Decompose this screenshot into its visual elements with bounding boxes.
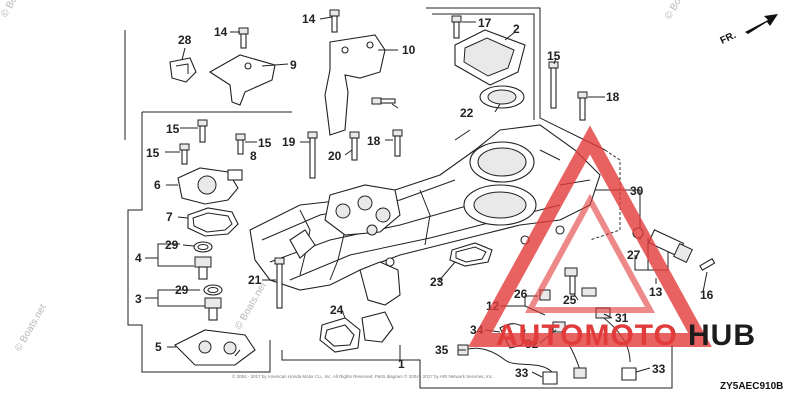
bolt xyxy=(274,257,285,309)
gasket-7 xyxy=(187,207,239,237)
callout-1[interactable]: 1 xyxy=(398,357,405,371)
bolt xyxy=(307,131,318,179)
callout-24[interactable]: 24 xyxy=(330,303,344,317)
group-frame xyxy=(127,112,143,240)
callout-5[interactable]: 5 xyxy=(155,340,162,354)
callout-9[interactable]: 9 xyxy=(290,58,297,72)
bolt xyxy=(238,27,249,49)
bracket-33 xyxy=(542,371,558,385)
callout-14[interactable]: 14 xyxy=(214,25,228,39)
front-arrow-icon xyxy=(745,14,778,34)
callout-29[interactable]: 29 xyxy=(175,283,189,297)
sensor-4 xyxy=(194,256,212,280)
diagram-code: ZY5AEC910B xyxy=(720,381,783,392)
callout-29[interactable]: 29 xyxy=(165,238,179,252)
callout-10[interactable]: 10 xyxy=(402,43,416,57)
bracket-line xyxy=(432,13,535,120)
bolt xyxy=(179,143,190,165)
bolt xyxy=(329,9,340,33)
sensor-3 xyxy=(204,297,222,321)
callout-3[interactable]: 3 xyxy=(135,292,142,306)
bolt xyxy=(392,129,403,157)
front-label: FR. xyxy=(719,30,738,47)
callout-18[interactable]: 18 xyxy=(606,90,620,104)
callout-8[interactable]: 8 xyxy=(250,149,257,163)
o-ring-29 xyxy=(203,284,223,296)
callout-4[interactable]: 4 xyxy=(135,251,142,265)
callout-17[interactable]: 17 xyxy=(478,16,492,30)
clip-28 xyxy=(169,57,197,83)
thermostat-cover-6 xyxy=(177,167,243,205)
bracket-9 xyxy=(208,54,276,106)
intake-manifold xyxy=(249,124,601,306)
callout-20[interactable]: 20 xyxy=(328,149,342,163)
callout-21[interactable]: 21 xyxy=(248,273,262,287)
brand-logo xyxy=(468,125,712,347)
callout-2[interactable]: 2 xyxy=(513,22,520,36)
callout-6[interactable]: 6 xyxy=(154,178,161,192)
bolt xyxy=(451,15,462,39)
bolt xyxy=(235,133,246,155)
bolt xyxy=(371,97,396,105)
watermark: © Boats.net xyxy=(13,302,49,353)
bolt xyxy=(197,119,208,143)
callout-28[interactable]: 28 xyxy=(178,33,192,47)
gasket-23 xyxy=(449,242,493,267)
callout-30[interactable]: 30 xyxy=(630,184,644,198)
callout-31[interactable]: 31 xyxy=(615,311,629,325)
callout-22[interactable]: 22 xyxy=(460,106,474,120)
callout-23[interactable]: 23 xyxy=(430,275,444,289)
bolt-16 xyxy=(699,258,716,271)
sensor-13 xyxy=(647,229,693,263)
callout-18[interactable]: 18 xyxy=(367,134,381,148)
watermark: © Boats.net xyxy=(0,0,35,19)
callout-15[interactable]: 15 xyxy=(258,136,272,150)
callout-7[interactable]: 7 xyxy=(166,210,173,224)
sensor-25 xyxy=(564,267,597,297)
group-frame xyxy=(127,240,271,373)
callout-33[interactable]: 33 xyxy=(652,362,666,376)
callout-33[interactable]: 33 xyxy=(515,366,529,380)
callout-19[interactable]: 19 xyxy=(282,135,296,149)
callout-15[interactable]: 15 xyxy=(547,49,561,63)
bolt xyxy=(577,91,588,121)
copyright-notice: © 2004 - 2017 by American Honda Motor Co… xyxy=(232,373,493,379)
callout-15[interactable]: 15 xyxy=(166,122,180,136)
callout-14[interactable]: 14 xyxy=(302,12,316,26)
callout-27[interactable]: 27 xyxy=(627,248,641,262)
group-frame xyxy=(281,345,673,389)
callout-13[interactable]: 13 xyxy=(649,285,663,299)
callout-26[interactable]: 26 xyxy=(514,287,528,301)
plate-5 xyxy=(174,329,256,366)
bolt xyxy=(548,61,559,109)
callout-15[interactable]: 15 xyxy=(146,146,160,160)
watermark: © Boats.net xyxy=(663,0,699,21)
bracket-33 xyxy=(621,367,637,381)
callout-35[interactable]: 35 xyxy=(435,343,449,357)
seal-22 xyxy=(479,85,525,109)
callout-16[interactable]: 16 xyxy=(700,288,714,302)
gasket-24 xyxy=(319,311,394,353)
callout-25[interactable]: 25 xyxy=(563,293,577,307)
cover-2 xyxy=(454,29,526,86)
bracket-10 xyxy=(324,34,386,136)
o-ring-29 xyxy=(193,241,213,253)
bracket-line xyxy=(426,7,606,151)
brand-name-hub: HUB xyxy=(688,319,756,352)
brand-name-automoto: AUTOMOTO xyxy=(496,319,678,352)
bolt xyxy=(349,131,360,161)
watermark: © Boats.net xyxy=(233,280,269,331)
